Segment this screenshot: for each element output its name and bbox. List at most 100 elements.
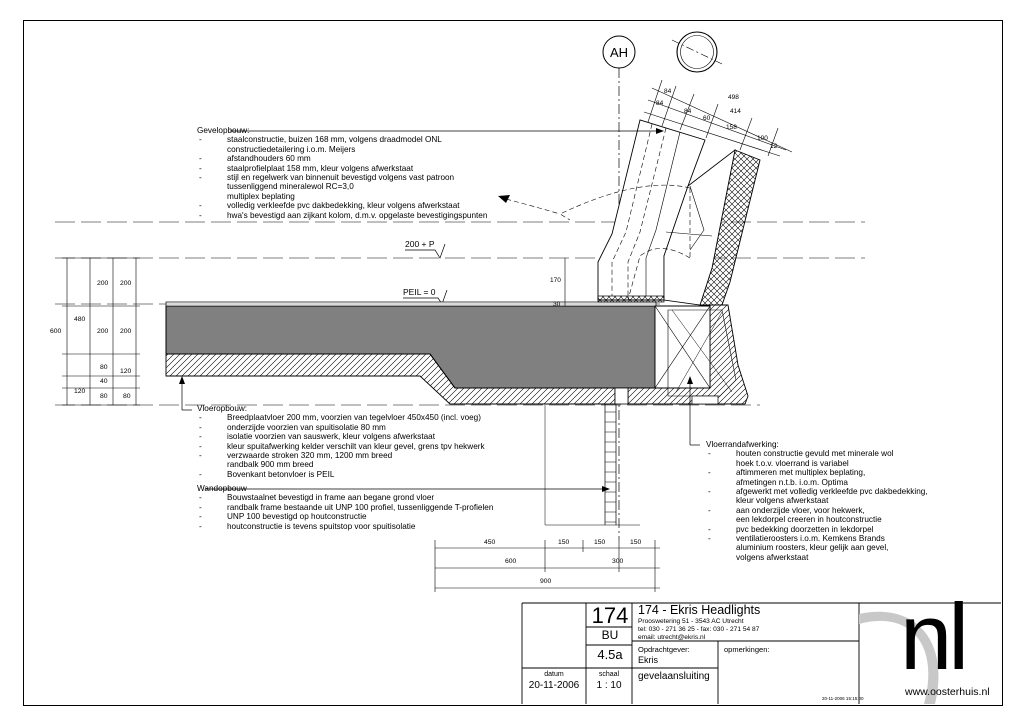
- note-rand-list: houten constructie gevuld met minerale w…: [706, 449, 928, 562]
- note-wand-item: randbalk frame bestaande uit UNP 100 pro…: [197, 503, 493, 513]
- dim-left-80b: 80: [100, 393, 108, 400]
- dim-top-12: 12: [770, 143, 778, 150]
- dim-left-120b: 120: [120, 368, 132, 375]
- title-block-frame: [521, 602, 1001, 704]
- note-wand-item: Bouwstaalnet bevestigd in frame aan bega…: [197, 493, 493, 503]
- dim-30: 30: [553, 301, 561, 308]
- note-gevel-item: afstandhouders 60 mm: [197, 154, 487, 164]
- note-gevel-item: hwa's bevestigd aan zijkant kolom, d.m.v…: [197, 211, 487, 221]
- note-rand-item: hoek t.o.v. vloerrand is variabel: [736, 458, 849, 468]
- project-address: Prooswetering 51 - 3543 AC Utrecht: [638, 618, 744, 625]
- note-gevel-list: staalconstructie, buizen 168 mm, volgens…: [197, 135, 487, 220]
- dim-left-200d: 200: [120, 328, 132, 335]
- note-rand-item: houten constructie gevuld met minerale w…: [706, 449, 928, 459]
- dim-top-84b: 84: [656, 100, 664, 107]
- dim-top-158: 158: [726, 124, 737, 131]
- note-gevel-item: stijl en regelwerk van binnenuit bevesti…: [197, 173, 487, 183]
- dim-bottom-900: 900: [540, 578, 552, 585]
- dim-top-100: 100: [757, 135, 768, 142]
- drawing-date: 20-11-2006: [528, 680, 580, 691]
- note-leaders: [181, 130, 700, 490]
- steel-tube-inner: [680, 35, 714, 69]
- project-title: 174 - Ekris Headlights: [638, 603, 761, 617]
- drawing-subject: gevelaansluiting: [638, 671, 710, 682]
- dim-left-120: 120: [74, 388, 86, 395]
- note-rand-item: aftimmeren met multiplex beplating,: [706, 468, 928, 478]
- bottom-dimension-lines: [434, 540, 660, 592]
- note-vloer-item: randbalk 900 mm breed: [227, 460, 314, 470]
- note-wand-list: Bouwstaalnet bevestigd in frame aan bega…: [197, 493, 493, 531]
- note-rand-heading: Vloerrandafwerking:: [706, 440, 779, 449]
- note-wand-item: UNP 100 bevestigd op houtconstructie: [197, 512, 493, 522]
- note-gevel-item: multiplex beplating: [227, 191, 295, 201]
- note-gevel-item: staalprofielplaat 158 mm, kleur volgens …: [197, 164, 487, 174]
- logo-text: nl: [900, 584, 969, 689]
- rainwater-pipe-trace: [559, 184, 691, 258]
- note-vloer-list: Breedplaatvloer 200 mm, voorzien van teg…: [197, 413, 485, 479]
- level-peil-label: PEIL = 0: [403, 287, 436, 297]
- note-rand-item: ventilatieroosters i.o.m. Kemkens Brands: [706, 534, 928, 544]
- note-rand-item: kleur volgens afwerkstaat: [736, 496, 829, 506]
- website-url: www.oosterhuis.nl: [905, 686, 990, 698]
- client-label: Opdrachtgever:: [638, 645, 690, 654]
- scale-label: schaal: [598, 671, 620, 678]
- drawing-scale: 1 : 10: [596, 680, 622, 691]
- edge-timber-cavity: [667, 309, 737, 397]
- client-name: Ekris: [638, 655, 658, 665]
- dim-left-600: 600: [50, 328, 62, 335]
- note-rand-item: een lekdorpel creeren in houtconstructie: [736, 515, 882, 525]
- note-gevel-item: tussenliggend mineralewol RC=3,0: [227, 182, 354, 192]
- level-top-label: 200 + P: [405, 239, 435, 249]
- drawing-code: BU: [601, 628, 619, 642]
- note-rand-item: aan onderzijde vloer, voor hekwerk,: [706, 506, 928, 516]
- note-gevel-item: constructiedetailering i.o.m. Meijers: [227, 144, 356, 154]
- dim-bottom-600: 600: [505, 558, 517, 565]
- note-gevel-item: volledig verkleefde pvc dakbedekking, kl…: [197, 201, 487, 211]
- dim-left-80c: 80: [123, 393, 131, 400]
- dim-left-200a: 200: [97, 280, 109, 287]
- dim-bottom-150b: 150: [594, 539, 606, 546]
- note-gevel-item: staalconstructie, buizen 168 mm, volgens…: [197, 135, 487, 145]
- note-vloer-heading: Vloeropbouw:: [197, 404, 248, 413]
- floor-slab: [165, 305, 656, 399]
- note-gevelopbouw: Gevelopbouw: staalconstructie, buizen 16…: [197, 126, 487, 220]
- project-email: email: utrecht@ekris.nl: [638, 634, 706, 641]
- note-vloer-item: verzwaarde stroken 320 mm, 1200 mm breed: [197, 451, 485, 461]
- note-rand-item: aluminium roosters, kleur gelijk aan gev…: [736, 543, 889, 553]
- wall-mesh: [604, 404, 617, 525]
- note-wand-item: houtconstructie is tevens spuitstop voor…: [197, 522, 493, 532]
- note-vloeropbouw: Vloeropbouw: Breedplaatvloer 200 mm, voo…: [197, 404, 485, 480]
- note-gevel-heading: Gevelopbouw:: [197, 126, 250, 135]
- date-label: datum: [544, 671, 564, 678]
- dim-left-200b: 200: [97, 328, 109, 335]
- note-vloer-item: onderzijde voorzien van spuitisolatie 80…: [197, 423, 485, 433]
- dim-bottom-150c: 150: [630, 539, 642, 546]
- facade-frame: [663, 149, 736, 306]
- note-rand-item: pvc bedekking doorzetten in lekdorpel: [706, 525, 928, 535]
- dim-top-414: 414: [730, 108, 741, 115]
- note-vloer-item: kleur spuitafwerking kelder verschilt va…: [197, 442, 485, 452]
- note-wand-heading: Wandopbouw: [197, 484, 247, 493]
- sheet-number: 4.5a: [597, 647, 623, 662]
- dim-bottom-300: 300: [612, 558, 624, 565]
- dim-left-80a: 80: [100, 364, 108, 371]
- dim-top-84a: 84: [664, 88, 672, 95]
- dim-bottom-150a: 150: [558, 539, 570, 546]
- project-number: 174: [591, 603, 629, 628]
- dim-left-40: 40: [100, 378, 108, 385]
- dim-left-480: 480: [74, 316, 86, 323]
- note-wandopbouw: Wandopbouw Bouwstaalnet bevestigd in fra…: [197, 484, 493, 531]
- note-vloer-item: isolatie voorzien van sauswerk, kleur vo…: [197, 432, 485, 442]
- note-vloer-item: Bovenkant betonvloer is PEIL: [197, 470, 485, 480]
- dim-top-498: 498: [728, 94, 739, 101]
- note-vloerrandafwerking: Vloerrandafwerking: houten constructie g…: [706, 440, 928, 562]
- note-rand-item: volgens afwerkstaat: [736, 552, 809, 562]
- dim-170: 170: [550, 277, 561, 284]
- note-vloer-item: Breedplaatvloer 200 mm, voorzien van teg…: [197, 413, 485, 423]
- project-phone: tel: 030 - 271 36 25 - fax: 030 - 271 54…: [638, 626, 760, 633]
- left-dimension-lines: [62, 257, 140, 406]
- dim-top-60: 60: [703, 115, 711, 122]
- ventilation-grill: [691, 395, 719, 405]
- remarks-label: opmerkingen:: [724, 645, 770, 654]
